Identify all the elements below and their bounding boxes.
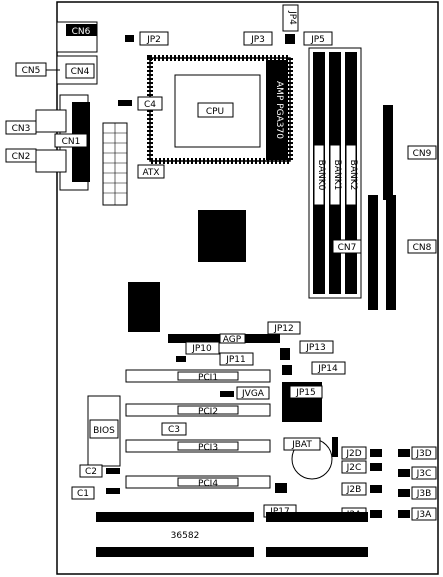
expansion-slot-3 bbox=[96, 547, 254, 557]
atx-callout: ATX bbox=[137, 164, 165, 179]
bank1-label: BANK1 bbox=[332, 160, 342, 191]
jp11-label: JP11 bbox=[225, 355, 246, 365]
c2-callout: C2 bbox=[79, 464, 120, 478]
bank2-label: BANK2 bbox=[348, 160, 358, 191]
jp11-callout: JP11 bbox=[176, 352, 254, 366]
jp13-callout: JP13 bbox=[280, 340, 334, 360]
pci2-label: PCI2 bbox=[198, 407, 218, 417]
j2c-label: J2C bbox=[346, 463, 362, 473]
cn9-label: CN9 bbox=[413, 149, 432, 159]
jp15-label: JP15 bbox=[295, 388, 316, 398]
pci3-label: PCI3 bbox=[198, 443, 218, 453]
jp10-callout: JP10 bbox=[185, 341, 220, 355]
atx-power-connector bbox=[102, 122, 128, 206]
cpu-socket: CPU AMP PGA370 bbox=[147, 55, 293, 164]
south-bridge-chip bbox=[128, 282, 160, 332]
j2c-callout: J2C bbox=[341, 460, 382, 474]
c2-label: C2 bbox=[85, 467, 97, 477]
cn8-label: CN8 bbox=[413, 243, 432, 253]
cn5-label: CN5 bbox=[22, 66, 41, 76]
jp2-label: JP2 bbox=[146, 35, 161, 45]
c4-label: C4 bbox=[144, 100, 156, 110]
cn4-connector: CN4 bbox=[56, 55, 98, 85]
jbat-callout: JBAT bbox=[283, 437, 321, 451]
expansion-slot-1 bbox=[96, 512, 254, 522]
jp4-label: JP4 bbox=[287, 10, 297, 25]
cn2-callout: CN2 bbox=[5, 148, 37, 163]
c4-callout: C4 bbox=[118, 96, 163, 111]
jbat-label: JBAT bbox=[291, 440, 312, 450]
board-number: 36582 bbox=[171, 531, 200, 541]
pci3-slot: PCI3 bbox=[125, 439, 271, 453]
j2b-label: J2B bbox=[346, 485, 362, 495]
pci4-label: PCI4 bbox=[198, 479, 218, 489]
jp3-callout: JP3 bbox=[243, 31, 273, 46]
jp3-label: JP3 bbox=[250, 35, 265, 45]
expansion-slot-2 bbox=[266, 512, 368, 522]
jp14-callout: JP14 bbox=[282, 361, 346, 375]
agp-slot: AGP bbox=[168, 333, 280, 345]
jp5-callout: JP5 bbox=[303, 31, 333, 46]
jp13-label: JP13 bbox=[305, 343, 326, 353]
jp5-label: JP5 bbox=[310, 35, 325, 45]
socket-label: AMP PGA370 bbox=[274, 81, 284, 139]
cn6-connector: CN6 bbox=[56, 21, 98, 53]
jvga-label: JVGA bbox=[241, 389, 265, 399]
pci1-label: PCI1 bbox=[198, 373, 218, 383]
j3d-callout: J3D bbox=[398, 446, 437, 460]
cn3-label: CN3 bbox=[12, 124, 31, 134]
j2d-label: J2D bbox=[345, 449, 361, 459]
pci2-slot: PCI2 bbox=[125, 403, 271, 417]
cn9-header: CN9 bbox=[383, 105, 437, 200]
jp10-label: JP10 bbox=[191, 344, 212, 354]
cn6-label: CN6 bbox=[72, 27, 91, 37]
cn7-label: CN7 bbox=[338, 243, 357, 253]
pci4-slot: PCI4 bbox=[125, 475, 271, 489]
jvga-callout: JVGA bbox=[220, 386, 270, 400]
c3-label: C3 bbox=[168, 425, 180, 435]
cn7-header: CN7 bbox=[332, 195, 378, 310]
cn3-callout: CN3 bbox=[5, 120, 37, 135]
cn8-header: CN8 bbox=[386, 195, 437, 310]
j3d-label: J3D bbox=[415, 449, 431, 459]
jp2-callout: JP2 bbox=[125, 31, 169, 46]
j3c-label: J3C bbox=[416, 469, 432, 479]
cn1-callout: CN1 bbox=[54, 133, 88, 148]
c1-callout: C1 bbox=[71, 486, 120, 500]
jp14-label: JP14 bbox=[317, 364, 338, 374]
cn2-label: CN2 bbox=[12, 152, 31, 162]
jp4-callout: JP4 bbox=[282, 4, 299, 44]
bios-label: BIOS bbox=[93, 426, 115, 436]
north-bridge-chip bbox=[198, 210, 246, 262]
c3-callout: C3 bbox=[161, 422, 187, 436]
jp12-callout: JP12 bbox=[267, 321, 301, 335]
agp-label: AGP bbox=[223, 335, 242, 345]
bios-chip: BIOS bbox=[87, 395, 121, 467]
bank0-label: BANK0 bbox=[316, 160, 326, 191]
j3a-callout: J3A bbox=[398, 507, 437, 521]
cn5-callout: CN5 bbox=[15, 62, 60, 77]
j3a-label: J3A bbox=[416, 510, 432, 520]
expansion-slot-4 bbox=[266, 547, 368, 557]
cn4-label: CN4 bbox=[71, 67, 90, 77]
j2d-callout: J2D bbox=[341, 446, 382, 460]
jp12-label: JP12 bbox=[273, 324, 294, 334]
cn1-label: CN1 bbox=[62, 137, 81, 147]
dimm-slots: BANK0 BANK1 BANK2 bbox=[308, 47, 362, 299]
atx-label: ATX bbox=[142, 168, 159, 178]
j2b-callout: J2B bbox=[341, 482, 382, 496]
jp15-callout: JP15 bbox=[289, 385, 323, 399]
j3b-label: J3B bbox=[416, 489, 432, 499]
pci1-slot: PCI1 bbox=[125, 369, 271, 383]
j3b-callout: J3B bbox=[398, 486, 437, 500]
j3c-callout: J3C bbox=[398, 466, 437, 480]
cpu-label: CPU bbox=[206, 107, 224, 117]
c1-label: C1 bbox=[77, 489, 89, 499]
